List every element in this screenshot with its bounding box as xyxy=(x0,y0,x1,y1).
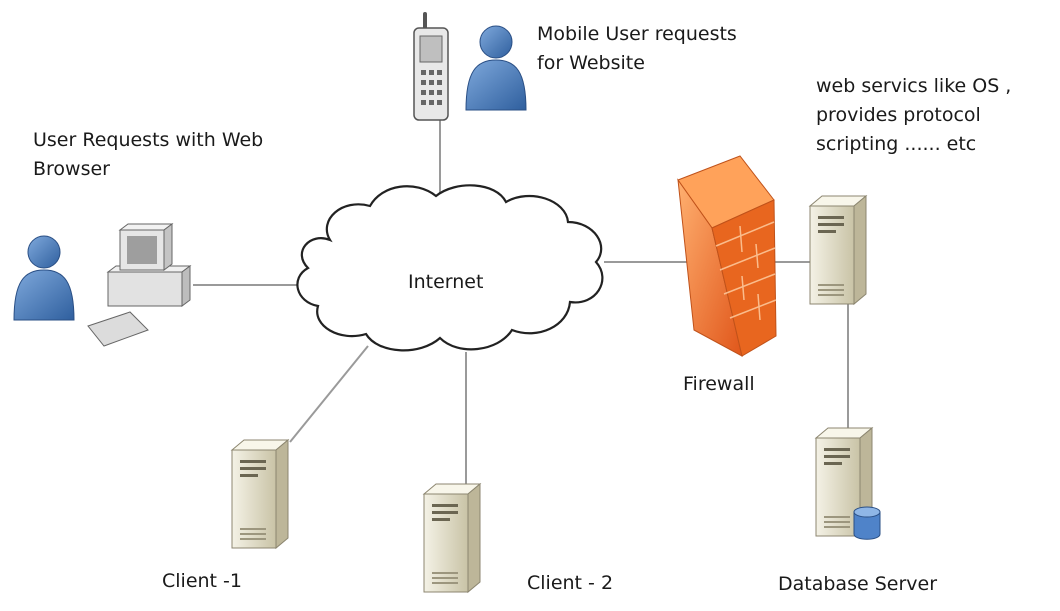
web-services-label: web servics like OS , provides protocol … xyxy=(816,75,1012,155)
firewall-label: Firewall xyxy=(683,373,755,395)
mobile-phone-icon xyxy=(413,12,449,121)
mobile-user-label: Mobile User requests for Website xyxy=(537,23,737,74)
client-2-label: Client - 2 xyxy=(527,572,614,594)
internet-label: Internet xyxy=(408,271,484,293)
mobile-user-icon xyxy=(465,25,527,111)
client-2-server-icon xyxy=(423,483,481,593)
desktop-computer-icon xyxy=(87,223,192,347)
firewall-icon xyxy=(677,155,777,357)
database-icon xyxy=(853,506,881,540)
client-1-server-icon xyxy=(231,439,289,549)
link-client-1 xyxy=(289,345,369,443)
cloud-icon xyxy=(296,184,604,352)
browser-user-icon xyxy=(13,235,75,321)
browser-user-label: User Requests with Web Browser xyxy=(33,129,264,180)
database-server-label: Database Server xyxy=(778,573,938,595)
network-links xyxy=(193,120,849,484)
client-1-label: Client -1 xyxy=(162,570,242,592)
web-server-icon xyxy=(809,195,867,305)
